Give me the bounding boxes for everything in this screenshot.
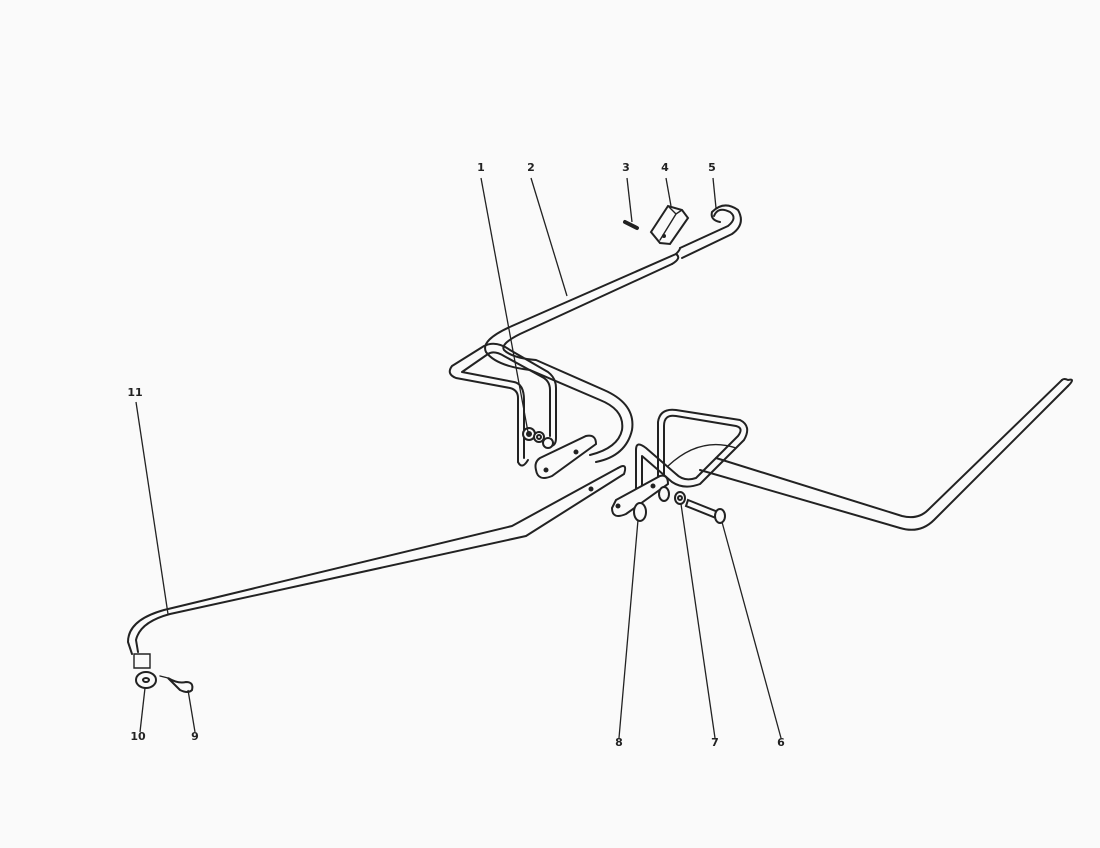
left-bracket	[448, 342, 557, 467]
callout-1: 1	[477, 161, 485, 174]
callout-labels: 1 2 3 4 5 6 7 8 9 10 11	[127, 161, 785, 749]
callout-7: 7	[711, 736, 719, 749]
bolt	[684, 498, 726, 524]
callout-9: 9	[191, 730, 199, 743]
clip	[649, 204, 690, 246]
small-washer	[674, 491, 686, 505]
callout-11: 11	[127, 386, 142, 399]
eye-loop	[633, 486, 670, 522]
callout-5: 5	[708, 161, 716, 174]
callout-4: 4	[661, 161, 669, 174]
washer	[133, 653, 157, 689]
callout-3: 3	[622, 161, 630, 174]
link-plate-right	[610, 474, 670, 517]
callout-8: 8	[615, 736, 623, 749]
right-bracket	[635, 408, 749, 519]
pin	[623, 220, 639, 230]
right-long-rod	[667, 378, 1073, 531]
callout-10: 10	[130, 730, 146, 743]
bolt-and-washer	[522, 427, 545, 443]
lower-long-rod	[127, 465, 627, 655]
callout-6: 6	[777, 736, 785, 749]
hooked-rod-end	[675, 204, 742, 259]
link-plate-left	[534, 434, 598, 479]
cotter-pin	[159, 675, 194, 693]
callout-2: 2	[527, 161, 535, 174]
leader-lines	[135, 177, 782, 739]
